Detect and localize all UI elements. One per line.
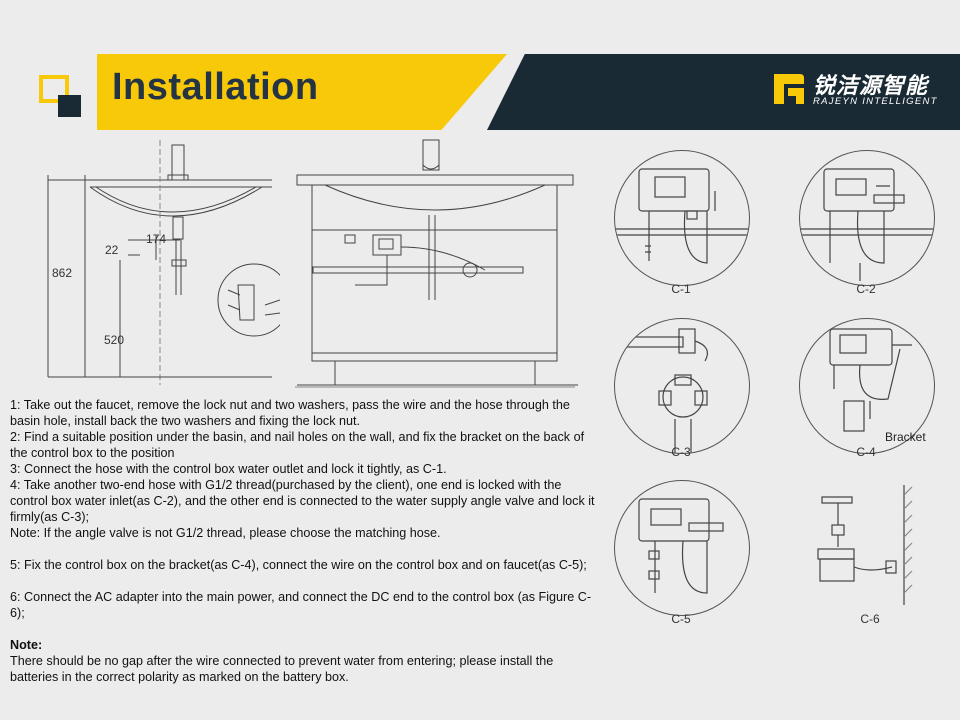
- step-1: 1: Take out the faucet, remove the lock …: [10, 398, 570, 428]
- figure-c4-label: C-4: [856, 445, 876, 459]
- header-yellow-band: [97, 54, 507, 130]
- dimension-862: 862: [52, 266, 73, 280]
- section-square-fill-icon: [58, 95, 81, 117]
- step-5: 5: Fix the control box on the bracket(as…: [10, 558, 587, 572]
- figure-c2: [799, 150, 935, 286]
- section-square-outline-icon: [39, 75, 69, 103]
- dimension-520: 520: [104, 333, 125, 347]
- figure-c4: [799, 318, 935, 454]
- figure-c1: [614, 150, 750, 286]
- note-text: There should be no gap after the wire co…: [10, 654, 554, 684]
- basin-side-diagram: [47, 140, 280, 385]
- step-2: 2: Find a suitable position under the ba…: [10, 430, 585, 460]
- step-4: 4: Take another two-end hose with G1/2 t…: [10, 478, 595, 524]
- brand-name-cn: 锐洁源智能: [813, 73, 929, 98]
- bracket-label: Bracket: [885, 430, 926, 444]
- header-dark-band: [487, 54, 960, 130]
- page-title: Installation: [112, 66, 319, 108]
- cabinet-front-diagram: [295, 139, 578, 388]
- dimension-174: 174: [146, 232, 167, 246]
- figure-c6-label: C-6: [860, 612, 880, 626]
- figure-c1-label: C-1: [671, 282, 691, 296]
- brand-name-en: RAJEYN INTELLIGENT: [813, 96, 938, 107]
- brand-logo-icon: [774, 74, 804, 104]
- figure-c3: [614, 318, 750, 454]
- note-label: Note:: [10, 638, 43, 652]
- figure-c2-label: C-2: [856, 282, 876, 296]
- step-3: 3: Connect the hose with the control box…: [10, 462, 447, 476]
- figure-c6: [817, 485, 913, 605]
- figure-c5: [614, 480, 750, 616]
- figure-c3-label: C-3: [671, 445, 691, 459]
- step-4-note: Note: If the angle valve is not G1/2 thr…: [10, 526, 441, 540]
- figure-c5-label: C-5: [671, 612, 691, 626]
- step-6: 6: Connect the AC adapter into the main …: [10, 590, 592, 620]
- instruction-text: 1: Take out the faucet, remove the lock …: [10, 397, 600, 685]
- dimension-22: 22: [105, 243, 119, 257]
